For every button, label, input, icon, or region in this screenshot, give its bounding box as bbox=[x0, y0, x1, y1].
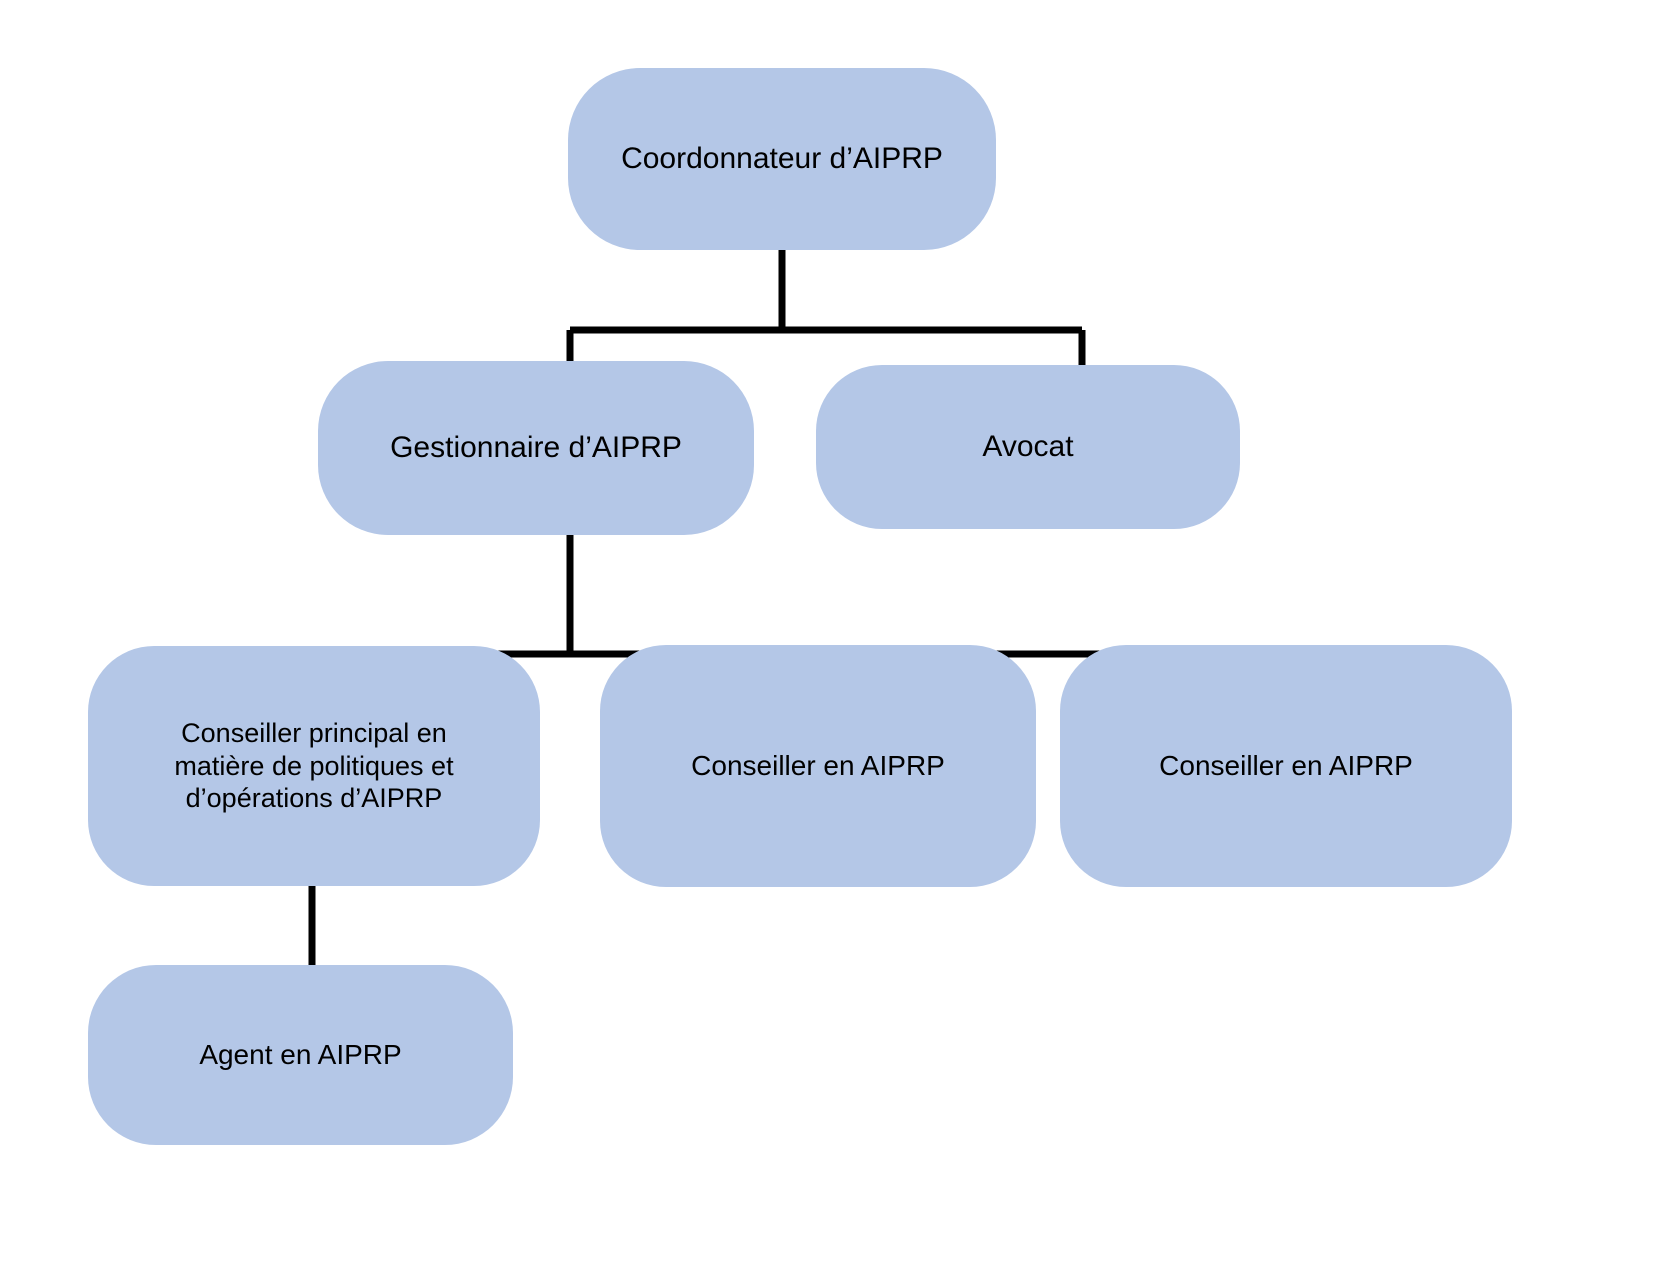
node-conseiller-aiprp-2[interactable]: Conseiller en AIPRP bbox=[1060, 645, 1512, 887]
node-label: Conseiller en AIPRP bbox=[691, 749, 945, 781]
node-gestionnaire-aiprp[interactable]: Gestionnaire d’AIPRP bbox=[318, 361, 754, 535]
node-coordonnateur-aiprp[interactable]: Coordonnateur d’AIPRP bbox=[568, 68, 996, 250]
node-label: Coordonnateur d’AIPRP bbox=[621, 141, 943, 175]
node-agent-aiprp[interactable]: Agent en AIPRP bbox=[88, 965, 513, 1145]
node-label: Agent en AIPRP bbox=[199, 1038, 402, 1070]
node-conseiller-principal-politiques-operations[interactable]: Conseiller principal en matière de polit… bbox=[88, 646, 540, 886]
node-label: Avocat bbox=[982, 429, 1074, 463]
node-label: Conseiller en AIPRP bbox=[1159, 749, 1413, 781]
node-conseiller-aiprp-1[interactable]: Conseiller en AIPRP bbox=[600, 645, 1036, 887]
node-avocat[interactable]: Avocat bbox=[816, 365, 1240, 529]
node-label: Gestionnaire d’AIPRP bbox=[390, 430, 682, 464]
node-label: Conseiller principal en matière de polit… bbox=[174, 717, 454, 814]
